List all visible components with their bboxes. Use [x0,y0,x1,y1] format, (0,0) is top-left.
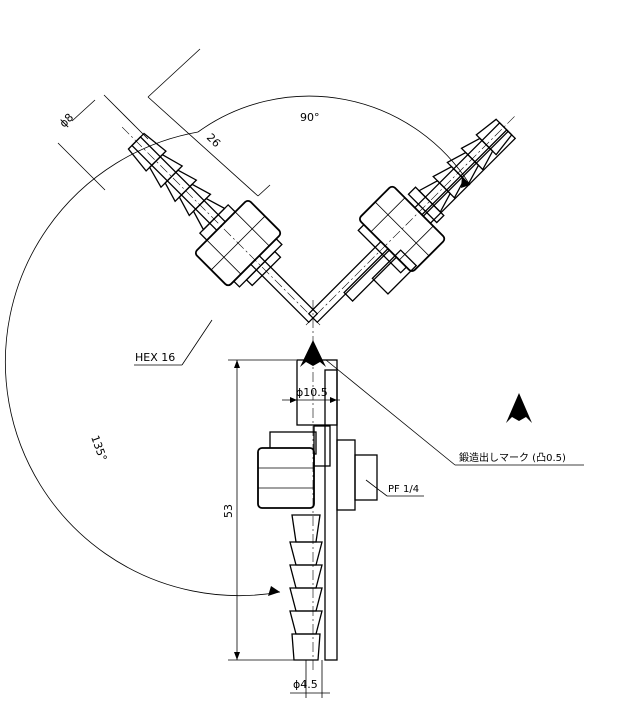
dim-inner-dia: ϕ10.5 [296,386,328,399]
forging-mark-icon [300,340,326,367]
dim-angle-side: 135° [88,434,109,463]
angle-arc-135 [4,131,281,597]
thread-section [336,439,356,511]
left-barb [127,132,226,231]
bottom-stem [257,300,378,672]
dim-length-top: 26 [204,131,223,150]
dim-outlet-dia: ϕ4.5 [293,678,318,691]
dim-height: 53 [222,504,235,518]
arrowhead [268,586,280,596]
stem-hex-nut [257,447,315,509]
forging-mark-symbol-icon [506,393,532,423]
note-forging-mark: 鍛造出しマーク (凸0.5) [459,451,566,464]
dim-barb-dia-top: ϕ8 [57,111,76,130]
angle-arc-90 [197,95,471,186]
right-barb [417,118,513,214]
right-branch [305,116,517,326]
stem-barb [289,514,323,661]
dim-angle-top: 90° [300,111,320,124]
note-thread: PF 1/4 [388,484,419,495]
left-branch [121,126,321,326]
dim-hex: HEX 16 [135,351,175,364]
